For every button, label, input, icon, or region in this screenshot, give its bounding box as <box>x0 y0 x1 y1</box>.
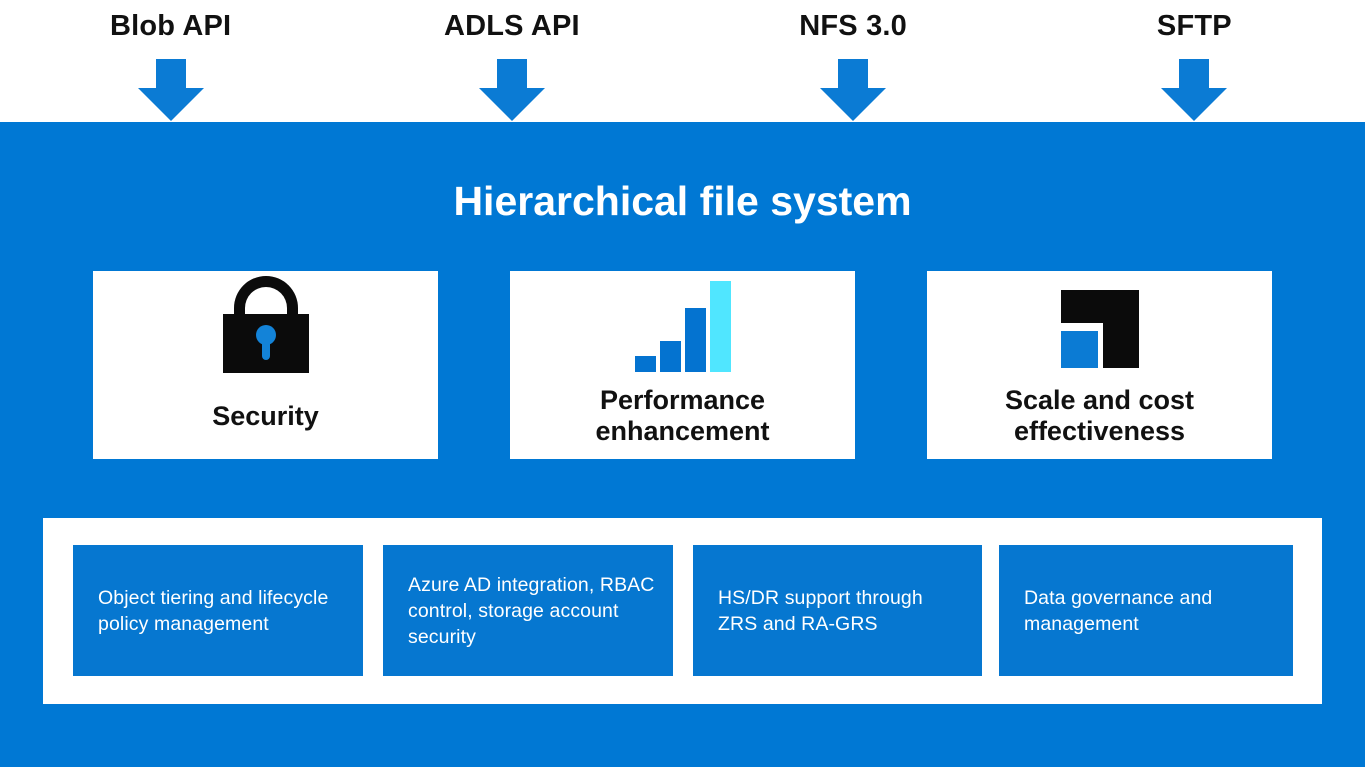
arrow-head <box>1161 88 1228 121</box>
api-column-nfs: NFS 3.0 <box>683 0 1024 121</box>
api-label: SFTP <box>1156 10 1232 42</box>
scale-black-right-column <box>1102 290 1139 368</box>
down-arrow-icon <box>478 59 545 121</box>
api-column-sftp: SFTP <box>1024 0 1365 121</box>
capability-text: Azure AD integration, RBAC control, stor… <box>408 573 655 648</box>
feature-card-scale-cost: Scale and cost effectiveness <box>927 271 1272 459</box>
capability-box-governance: Data governance and management <box>999 545 1293 676</box>
api-column-blob: Blob API <box>0 0 341 121</box>
label-zone: Security <box>121 373 411 459</box>
feature-label: Performance enhancement <box>595 385 770 446</box>
capability-text: HS/DR support through ZRS and RA-GRS <box>718 586 923 635</box>
lock-shackle <box>233 276 298 339</box>
api-endpoints-row: Blob API ADLS API NFS 3.0 SFTP <box>0 0 1365 121</box>
bar-3 <box>684 308 706 372</box>
icon-zone <box>222 271 309 373</box>
capability-text: Object tiering and lifecycle policy mana… <box>98 586 329 635</box>
down-arrow-icon <box>820 59 887 121</box>
capabilities-band: Object tiering and lifecycle policy mana… <box>43 518 1322 704</box>
arrow-stem <box>155 59 186 88</box>
feature-label: Scale and cost effectiveness <box>1004 385 1195 446</box>
keyhole-icon <box>255 325 276 345</box>
arrow-head <box>478 88 545 121</box>
label-zone: Scale and cost effectiveness <box>955 373 1245 459</box>
capability-box-security: Azure AD integration, RBAC control, stor… <box>383 545 673 676</box>
arrow-head <box>820 88 887 121</box>
feature-cards-row: Security Performance enhancement <box>0 271 1365 459</box>
feature-label: Security <box>212 400 319 431</box>
down-arrow-icon <box>137 59 204 121</box>
api-label: NFS 3.0 <box>799 10 908 42</box>
label-zone: Performance enhancement <box>538 373 828 459</box>
lock-icon <box>222 276 309 373</box>
api-label: ADLS API <box>443 10 580 42</box>
bar-chart-icon <box>634 281 731 372</box>
bar-1 <box>634 356 656 372</box>
api-label: Blob API <box>109 10 232 42</box>
arrow-stem <box>838 59 869 88</box>
scale-squares-icon <box>1060 290 1139 368</box>
arrow-head <box>137 88 204 121</box>
icon-zone <box>634 271 731 373</box>
arrow-stem <box>496 59 527 88</box>
page-title: Hierarchical file system <box>453 178 912 224</box>
capability-text: Data governance and management <box>1024 586 1213 635</box>
capability-box-hsdr: HS/DR support through ZRS and RA-GRS <box>693 545 982 676</box>
capability-box-tiering: Object tiering and lifecycle policy mana… <box>73 545 363 676</box>
feature-card-performance: Performance enhancement <box>510 271 855 459</box>
lock-body <box>222 314 309 373</box>
icon-zone <box>1060 271 1139 373</box>
bar-2 <box>659 341 681 372</box>
down-arrow-icon <box>1161 59 1228 121</box>
scale-blue-square <box>1060 331 1098 368</box>
arrow-stem <box>1179 59 1210 88</box>
feature-card-security: Security <box>93 271 438 459</box>
bar-4-highlight <box>709 281 731 372</box>
api-column-adls: ADLS API <box>341 0 682 121</box>
keyhole-stem <box>261 340 270 360</box>
